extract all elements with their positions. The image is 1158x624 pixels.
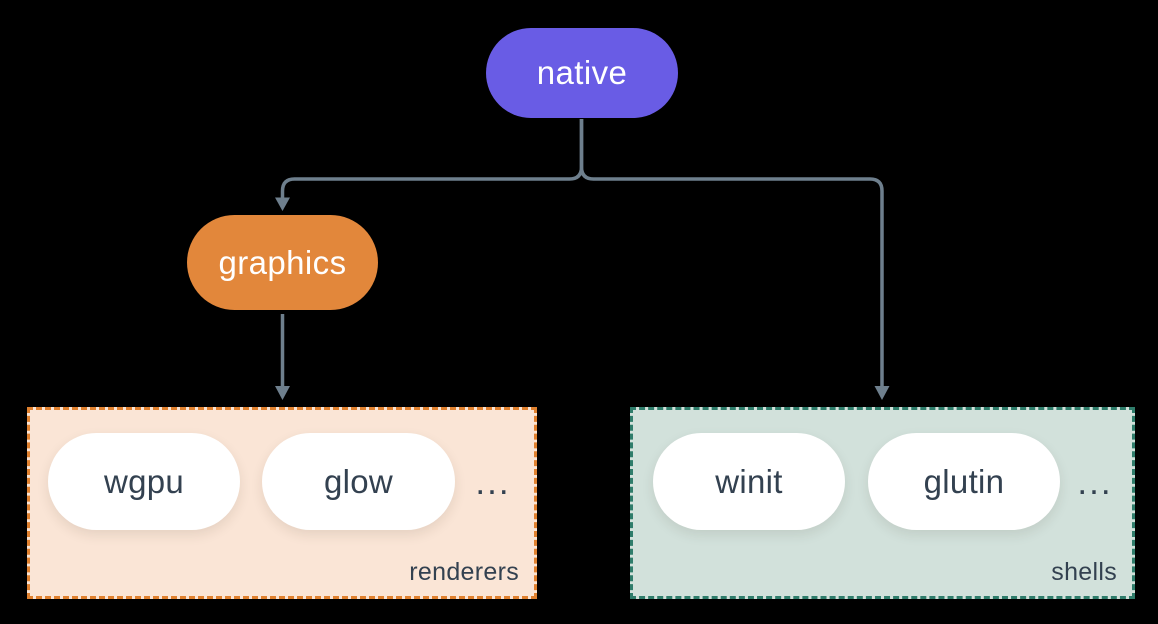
group-renderers-label: renderers <box>409 558 519 586</box>
arrowhead-shells-icon <box>874 386 890 400</box>
renderers-ellipsis: ... <box>475 462 511 502</box>
node-wgpu: wgpu <box>48 433 240 530</box>
node-graphics-label: graphics <box>218 243 347 281</box>
shells-ellipsis: ... <box>1077 462 1113 502</box>
node-glow: glow <box>262 433 455 530</box>
node-graphics: graphics <box>187 215 378 310</box>
node-native-label: native <box>536 54 628 91</box>
arrowhead-graphics-icon <box>275 197 290 211</box>
arrowhead-renderers-icon <box>275 386 290 400</box>
node-glow-label: glow <box>323 462 394 500</box>
node-winit-label: winit <box>715 462 783 500</box>
node-glutin: glutin <box>868 433 1060 530</box>
node-winit: winit <box>653 433 845 530</box>
edge-native-to-graphics <box>280 119 584 198</box>
node-native: native <box>486 28 678 118</box>
group-shells-label: shells <box>1051 558 1117 586</box>
node-glutin-label: glutin <box>923 462 1005 500</box>
node-wgpu-label: wgpu <box>103 462 185 500</box>
edge-native-to-shells <box>579 119 884 387</box>
